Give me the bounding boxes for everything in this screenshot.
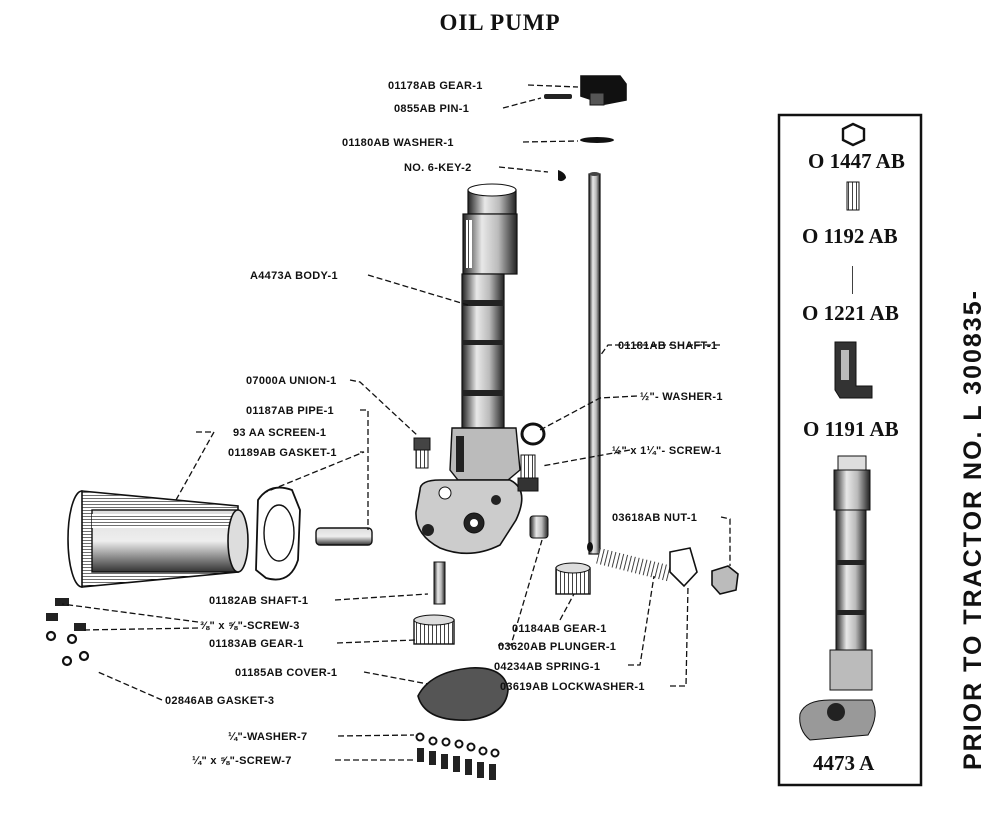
inset-panel: O 1447 AB O 1192 AB O 1221 AB O 1191 AB … bbox=[777, 113, 923, 787]
inset-pin-drawing bbox=[849, 266, 855, 294]
label-washer-quarter: ¼"-WASHER-7 bbox=[228, 731, 307, 743]
pipe-drawing bbox=[315, 527, 373, 546]
nut-drawing bbox=[711, 565, 739, 595]
label-spring: 04234AB SPRING-1 bbox=[494, 661, 600, 673]
inset-label-body: 4473 A bbox=[813, 751, 875, 775]
cover-drawing bbox=[417, 667, 509, 721]
label-washer-01180ab: 01180AB WASHER-1 bbox=[342, 137, 454, 149]
screen-drawing bbox=[67, 490, 249, 588]
label-screw-half: ½" x 1¼"- SCREW-1 bbox=[612, 445, 721, 457]
label-gasket-01189ab: 01189AB GASKET-1 bbox=[228, 447, 337, 459]
label-nut: 03618AB NUT-1 bbox=[612, 512, 697, 524]
key-drawing bbox=[558, 170, 566, 182]
label-plunger: 03620AB PLUNGER-1 bbox=[498, 641, 616, 653]
label-union: 07000A UNION-1 bbox=[246, 375, 337, 387]
label-gear-01178ab: 01178AB GEAR-1 bbox=[388, 80, 483, 92]
screw-38-drawing bbox=[46, 598, 86, 631]
gasket-02846ab-drawing bbox=[45, 630, 90, 667]
washer-half-drawing bbox=[520, 422, 546, 446]
label-pin: 0855AB PIN-1 bbox=[394, 103, 469, 115]
pump-body-drawing bbox=[415, 183, 523, 555]
inset-body-drawing bbox=[799, 455, 876, 741]
gear-01183ab-drawing bbox=[413, 614, 455, 645]
page-title: OIL PUMP bbox=[439, 10, 560, 35]
plunger-drawing bbox=[529, 515, 549, 539]
gear-01184ab-drawing bbox=[555, 562, 591, 595]
side-note: PRIOR TO TRACTOR NO. L 300835- bbox=[959, 289, 987, 770]
label-screw-quarter: ¼" x ⅝"-SCREW-7 bbox=[192, 755, 292, 767]
label-gasket-02846ab: 02846AB GASKET-3 bbox=[165, 695, 274, 707]
label-washer-half: ½"- WASHER-1 bbox=[640, 391, 723, 403]
label-key: NO. 6-KEY-2 bbox=[404, 162, 472, 174]
label-screw-38: ⅜" x ⅝"-SCREW-3 bbox=[200, 620, 300, 632]
label-gear-01184ab: 01184AB GEAR-1 bbox=[512, 623, 607, 635]
shaft-01182ab-drawing bbox=[433, 561, 446, 605]
lockwasher-drawing bbox=[669, 547, 698, 588]
washer-01180ab-drawing bbox=[580, 137, 614, 143]
label-screen: 93 AA SCREEN-1 bbox=[233, 427, 326, 439]
label-body: A4473A BODY-1 bbox=[250, 270, 338, 282]
label-gear-01183ab: 01183AB GEAR-1 bbox=[209, 638, 304, 650]
inset-label-4: O 1191 AB bbox=[803, 417, 899, 441]
gasket-01189ab-drawing bbox=[255, 486, 301, 581]
inset-spring-drawing bbox=[846, 181, 860, 211]
inset-nut-drawing bbox=[841, 122, 866, 147]
inset-label-2: O 1192 AB bbox=[802, 224, 898, 248]
label-lockwasher: 03619AB LOCKWASHER-1 bbox=[500, 681, 645, 693]
part-labels: 01178AB GEAR-1 0855AB PIN-1 01180AB WASH… bbox=[165, 80, 723, 767]
screw-half-drawing bbox=[517, 454, 539, 492]
pin-drawing bbox=[544, 94, 572, 99]
label-shaft-01181ab: 01181AB SHAFT-1 bbox=[618, 340, 717, 352]
label-pipe: 01187AB PIPE-1 bbox=[246, 405, 334, 417]
inset-label-1: O 1447 AB bbox=[808, 149, 905, 173]
gear-01178ab-drawing bbox=[580, 75, 627, 106]
washer-quarter-drawing bbox=[415, 732, 500, 758]
inset-label-3: O 1221 AB bbox=[802, 301, 899, 325]
shaft-01181ab-drawing bbox=[588, 172, 601, 555]
spring-drawing bbox=[587, 542, 672, 582]
screw-quarter-drawing bbox=[417, 748, 496, 780]
label-cover: 01185AB COVER-1 bbox=[235, 667, 337, 679]
label-shaft-01182ab: 01182AB SHAFT-1 bbox=[209, 595, 308, 607]
union-drawing bbox=[413, 437, 431, 469]
leader-lines bbox=[61, 84, 731, 761]
